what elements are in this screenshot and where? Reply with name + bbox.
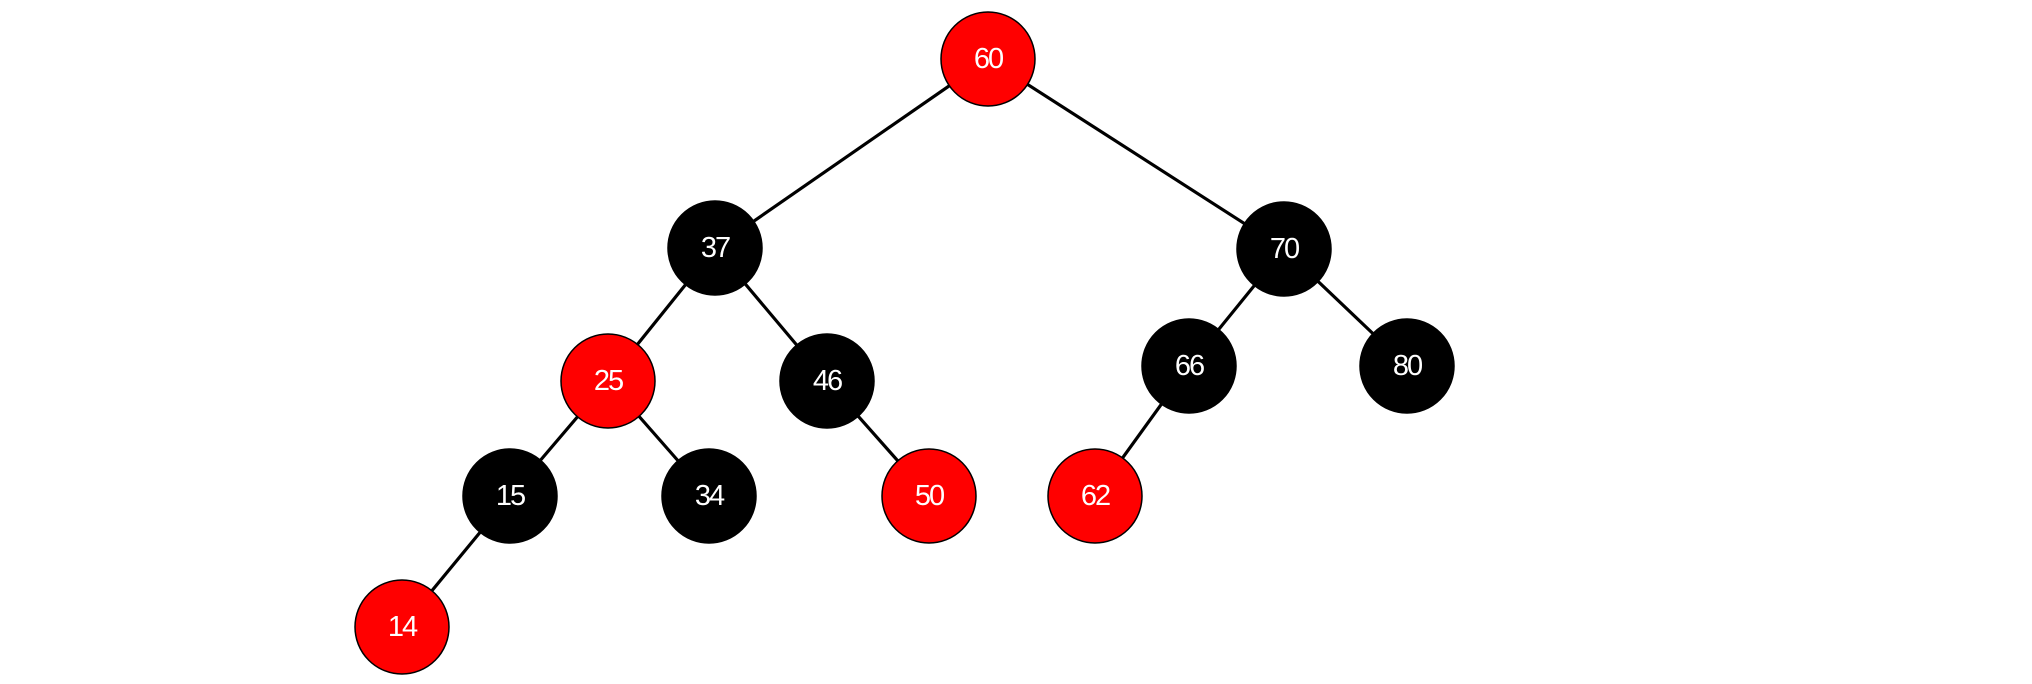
black-node-circle: [661, 448, 757, 544]
node-label: 15: [496, 480, 525, 512]
node-label: 25: [594, 365, 623, 397]
node-label: 34: [695, 480, 725, 512]
black-node-circle: [1236, 201, 1332, 297]
tree-node: 25: [560, 333, 656, 429]
black-node-circle: [1359, 318, 1455, 414]
tree-node: 62: [1047, 448, 1143, 544]
black-node-circle: [779, 333, 875, 429]
node-label: 66: [1175, 350, 1204, 382]
black-node-circle: [1141, 318, 1237, 414]
tree-node: 66: [1141, 318, 1237, 414]
node-label: 62: [1081, 480, 1110, 512]
node-label: 80: [1393, 350, 1422, 382]
tree-node: 46: [779, 333, 875, 429]
node-label: 37: [701, 232, 730, 264]
node-label: 70: [1270, 233, 1299, 265]
node-label: 60: [974, 43, 1003, 75]
black-node-circle: [667, 200, 763, 296]
red-node-circle: [940, 11, 1036, 107]
red-node-circle: [1047, 448, 1143, 544]
black-node-circle: [462, 448, 558, 544]
tree-node: 15: [462, 448, 558, 544]
red-node-circle: [560, 333, 656, 429]
node-label: 46: [813, 365, 842, 397]
tree-node: 80: [1359, 318, 1455, 414]
node-label: 14: [388, 611, 418, 643]
tree-node: 70: [1236, 201, 1332, 297]
tree-edge: [714, 57, 989, 250]
red-node-circle: [354, 579, 450, 675]
tree-node: 60: [940, 11, 1036, 107]
red-node-circle: [881, 448, 977, 544]
tree-nodes: 60 37 70 25 46 66 80 15 34 50 62 14: [354, 11, 1455, 675]
tree-node: 34: [661, 448, 757, 544]
tree-edge: [987, 57, 1285, 251]
tree-edges: [400, 57, 1409, 629]
tree-node: 14: [354, 579, 450, 675]
node-label: 50: [915, 480, 944, 512]
tree-node: 50: [881, 448, 977, 544]
tree-node: 37: [667, 200, 763, 296]
